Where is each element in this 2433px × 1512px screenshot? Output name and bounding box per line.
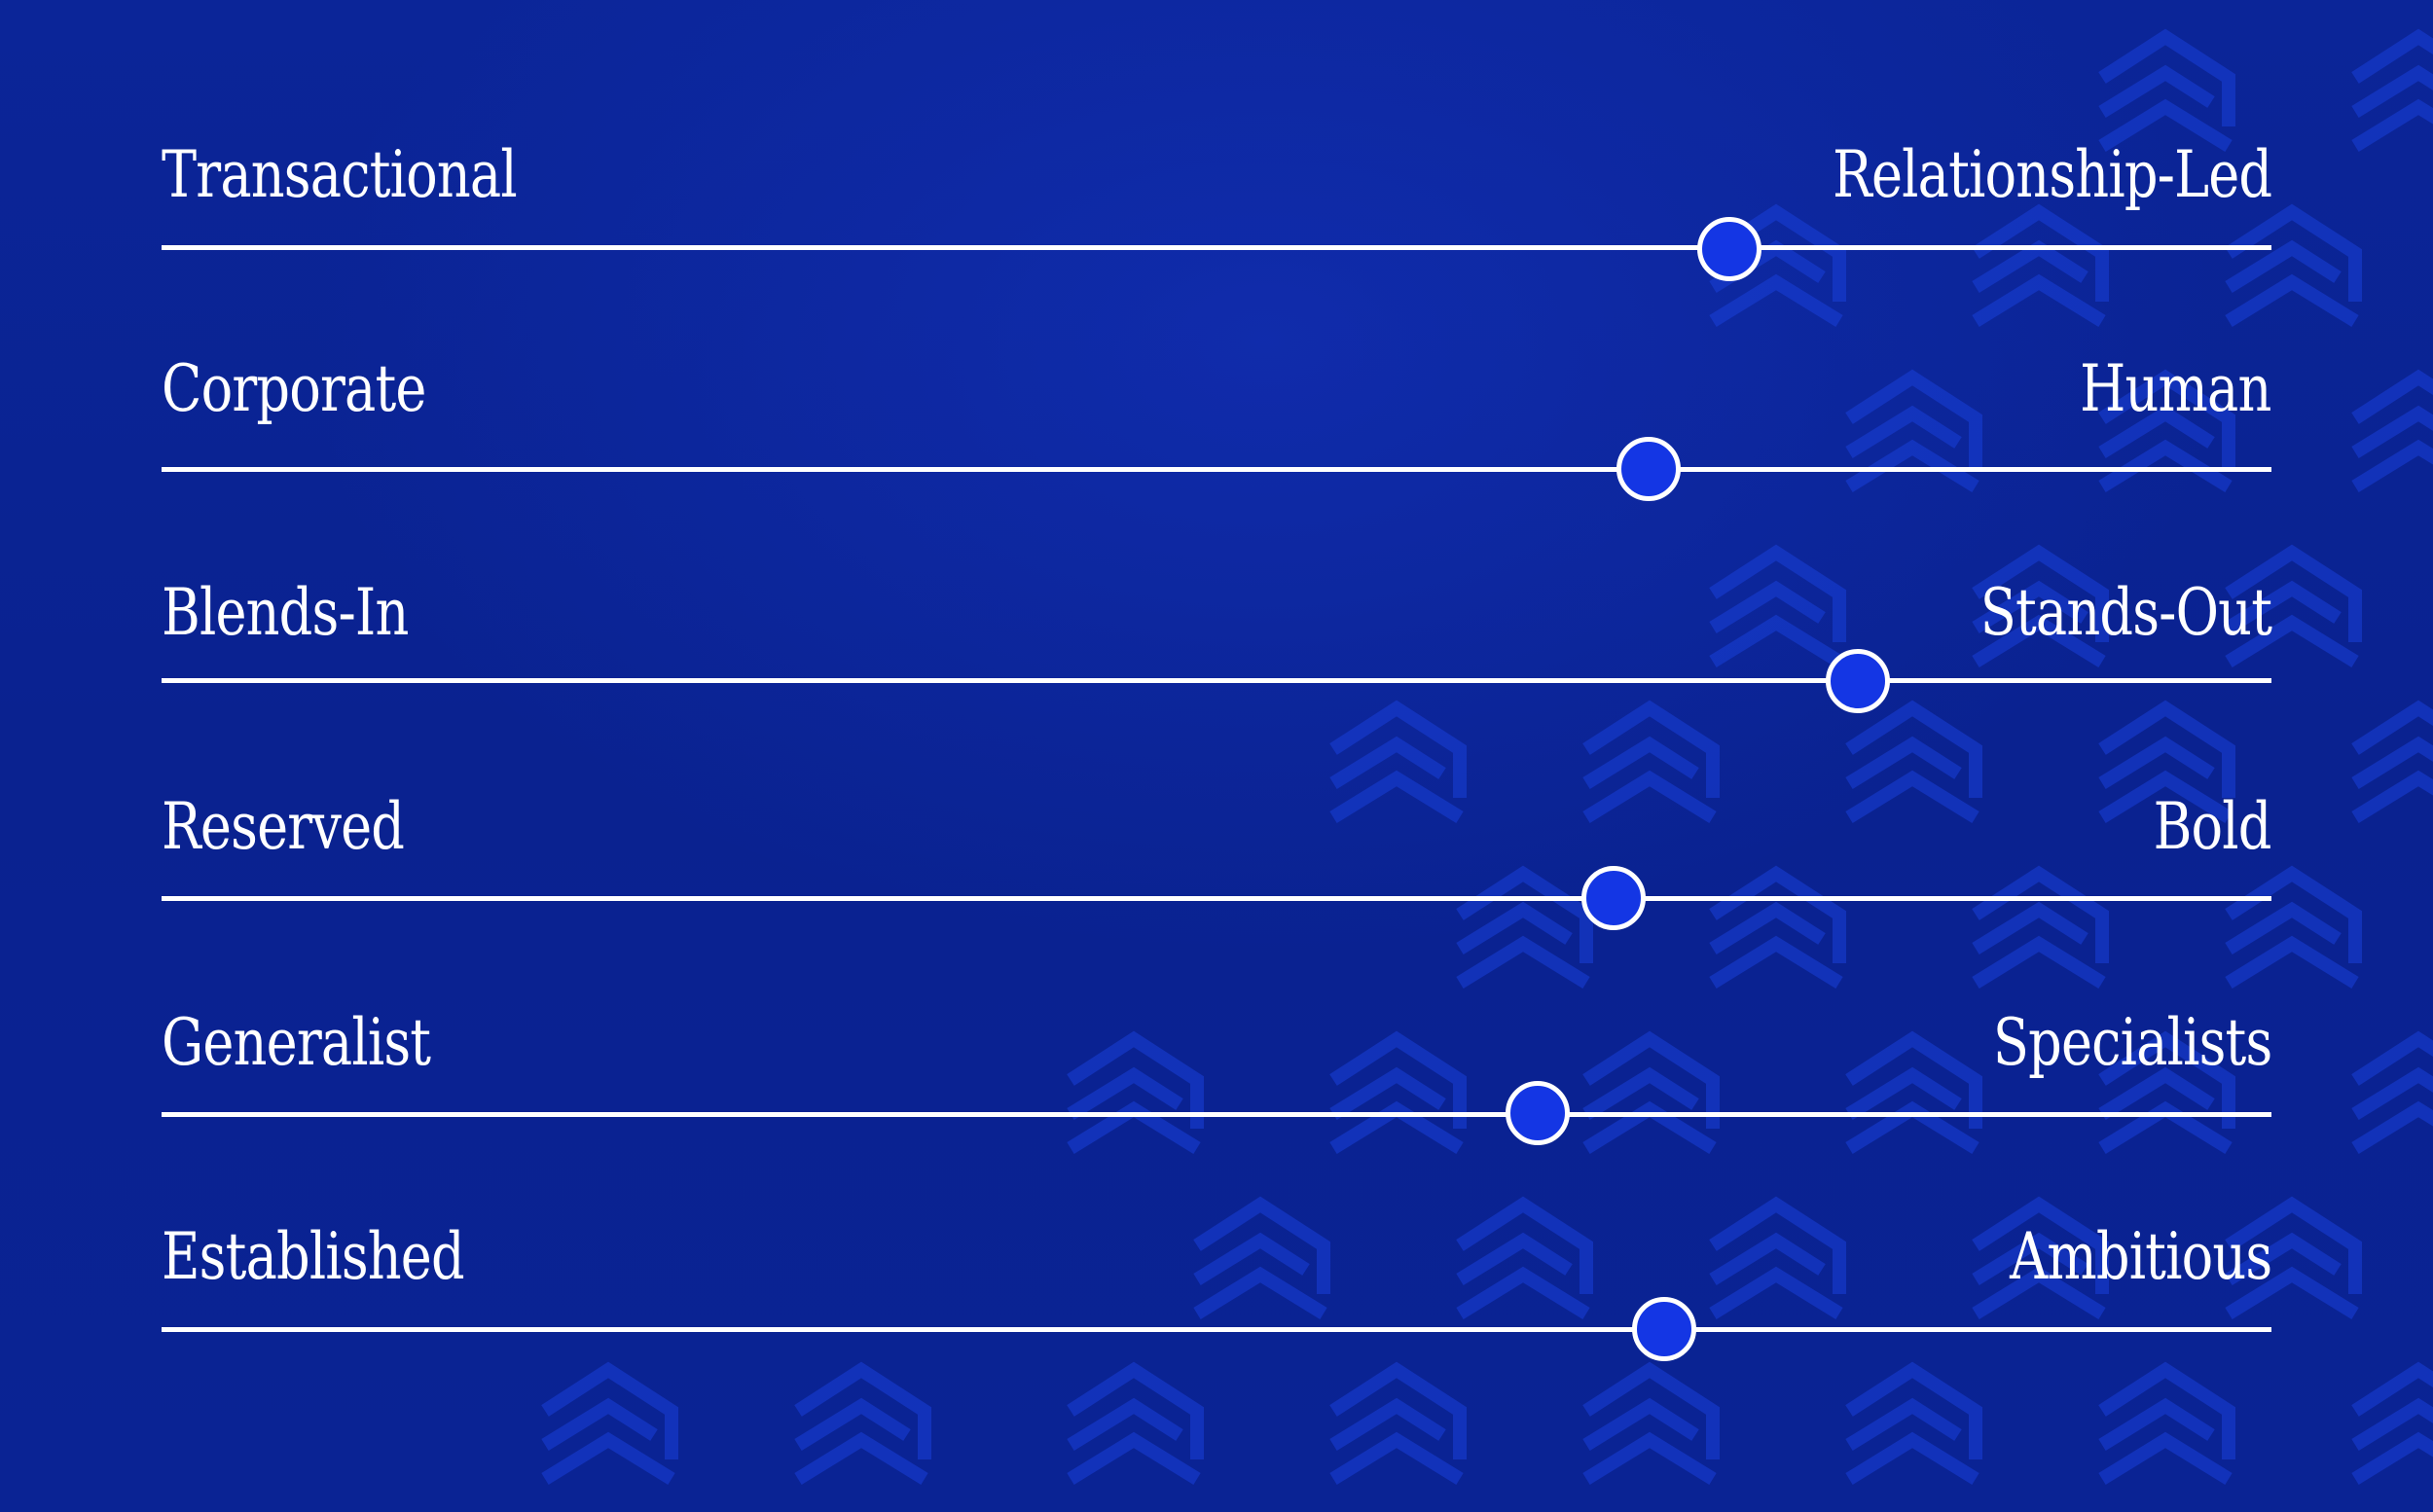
slider-thumb[interactable] [1616,437,1682,501]
chevron-stack-icon [1709,1196,1846,1319]
left-label: Corporate [162,351,426,426]
chevron-stack-icon [1456,865,1593,989]
left-label: Blends-In [162,575,409,650]
chevron-stack-icon [2098,369,2235,492]
chevron-stack-icon [1067,1361,1204,1485]
chevron-stack-icon [1709,544,1846,667]
right-label: Human [2080,351,2272,426]
chevron-stack-icon [1329,700,1467,823]
slider-track[interactable] [162,245,2271,250]
chevron-stack-icon [2351,369,2433,492]
chevron-stack-icon [2225,544,2362,667]
slider-corporate-human: Corporate Human [162,350,2272,506]
chevron-stack-icon [1456,1196,1593,1319]
slider-track[interactable] [162,467,2271,472]
slider-track[interactable] [162,678,2271,683]
chevron-stack-icon [1845,1361,1982,1485]
slider-established-ambitious: Established Ambitious [162,1218,2272,1374]
chevron-stack-icon [2098,28,2235,152]
chevron-stack-icon [2351,700,2433,823]
slider-thumb[interactable] [1631,1297,1696,1361]
slider-generalist-specialists: Generalist Specialists [162,1004,2272,1160]
slider-track[interactable] [162,1327,2271,1332]
slider-track[interactable] [162,1112,2271,1117]
chevron-stack-icon [1709,865,1846,989]
chevron-stack-icon [1193,1196,1330,1319]
right-label: Relationship-Led [1832,137,2272,212]
chevron-stack-icon [1582,1361,1720,1485]
chevron-stack-icon [2225,1196,2362,1319]
left-label: Transactional [162,137,518,212]
chevron-stack-icon [1845,1030,1982,1154]
left-label: Established [162,1219,465,1294]
slider-thumb[interactable] [1696,217,1761,281]
slider-blends-stands: Blends-In Stands-Out [162,574,2272,730]
right-label: Bold [2153,789,2272,864]
chevron-stack-icon [2225,203,2362,327]
chevron-stack-icon [2098,700,2235,823]
chevron-stack-icon [2098,1030,2235,1154]
chevron-stack-icon [1582,1030,1720,1154]
chevron-stack-icon [1972,544,2109,667]
slider-transactional-relationship: Transactional Relationship-Led [162,136,2272,292]
chevron-stack-icon [1845,700,1982,823]
chevron-stack-icon [1972,865,2109,989]
chevron-stack-icon [1845,369,1982,492]
slider-thumb[interactable] [1826,649,1891,713]
chevron-stack-icon [1067,1030,1204,1154]
chevron-stack-icon [2351,1030,2433,1154]
chevron-stack-icon [1972,1196,2109,1319]
chevron-stack-icon [2098,1361,2235,1485]
right-label: Ambitious [2009,1219,2272,1294]
chevron-stack-icon [2351,28,2433,152]
chevron-stack-icon [541,1361,678,1485]
left-label: Generalist [162,1005,431,1080]
chevron-stack-icon [1329,1361,1467,1485]
chevron-stack-icon [1329,1030,1467,1154]
slider-thumb[interactable] [1580,866,1646,930]
chevron-stack-icon [2351,1361,2433,1485]
slider-track[interactable] [162,896,2271,901]
chevron-stack-icon [2225,865,2362,989]
right-label: Specialists [1992,1005,2271,1080]
right-label: Stands-Out [1979,575,2272,650]
slider-reserved-bold: Reserved Bold [162,788,2272,944]
chevron-stack-icon [794,1361,931,1485]
chevron-stack-icon [1582,700,1720,823]
slider-thumb[interactable] [1505,1081,1570,1145]
left-label: Reserved [162,789,405,864]
